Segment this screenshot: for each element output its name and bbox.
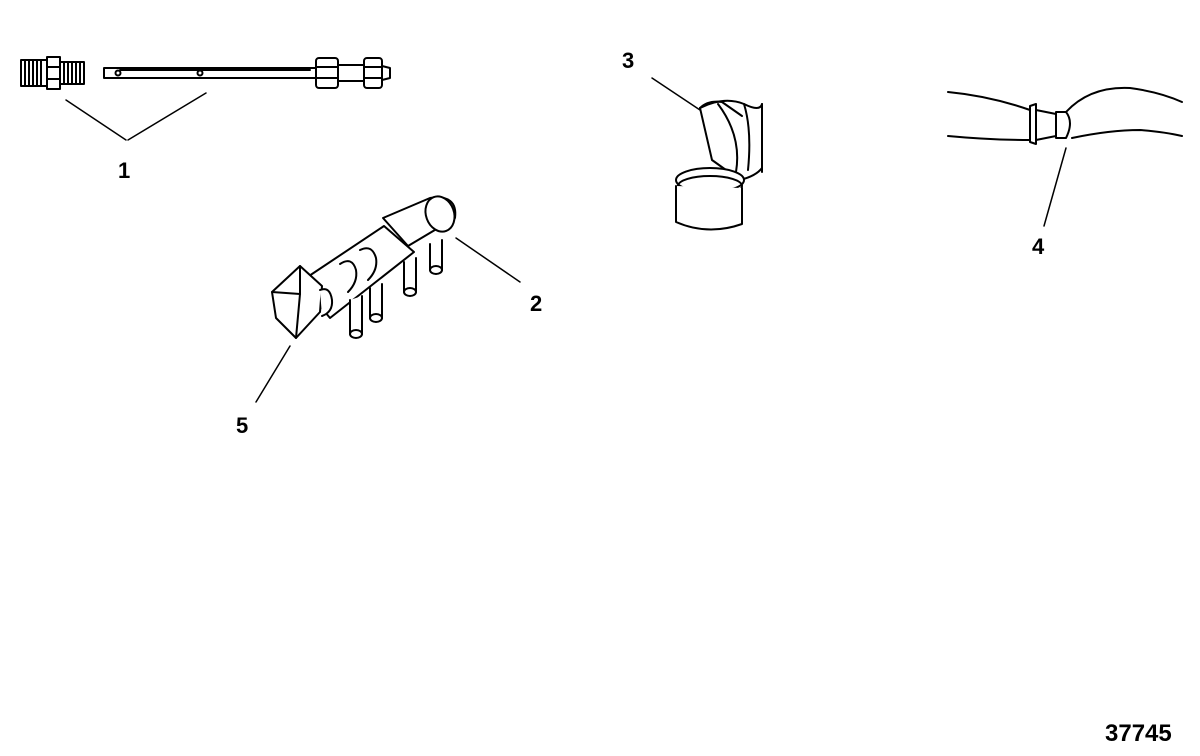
part-2-manifold (255, 195, 521, 403)
part-4-hose (947, 86, 1183, 227)
part-5-hex-nut (271, 265, 334, 339)
callout-5: 5 (236, 413, 249, 438)
nozzles (349, 239, 443, 339)
part-1-fitting-and-tube (20, 56, 391, 141)
threaded-fitting (20, 56, 85, 90)
tube (103, 57, 391, 89)
callout-3: 3 (622, 48, 635, 73)
part-3-elbow (651, 77, 763, 231)
callout-1: 1 (118, 158, 131, 183)
callout-4: 4 (1032, 234, 1045, 259)
figure-number: 37745 (1105, 720, 1172, 747)
callout-2: 2 (530, 291, 543, 316)
